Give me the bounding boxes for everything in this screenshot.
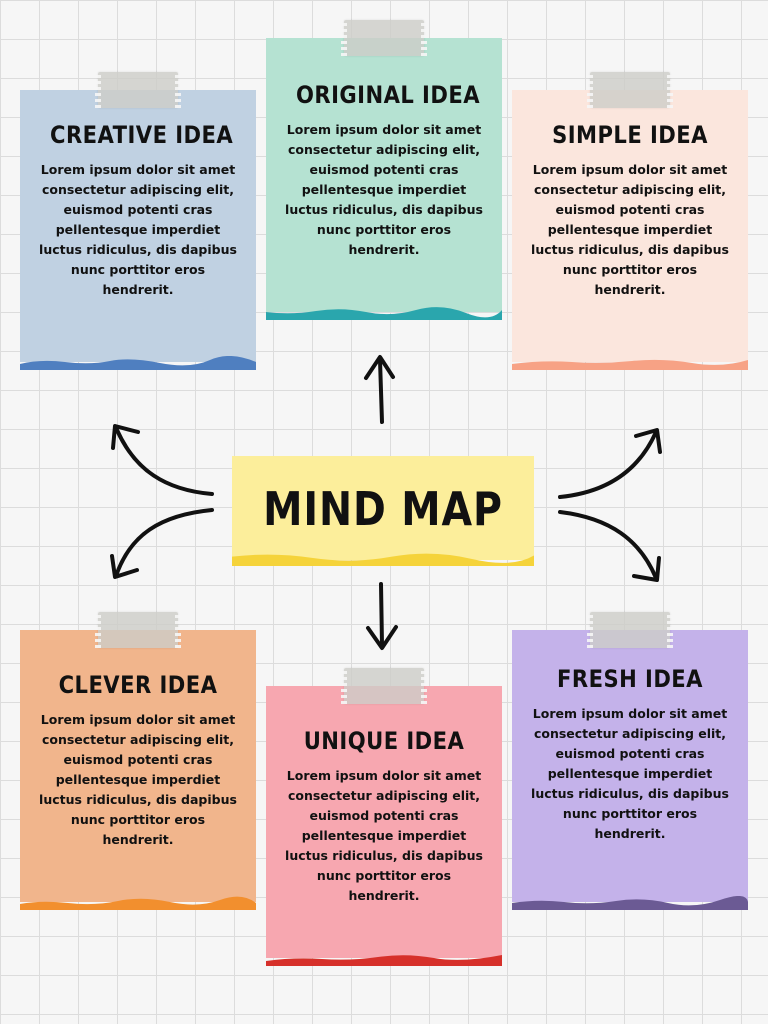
mind-map-title: MIND MAP [263, 482, 503, 536]
mind-map-center: MIND MAP [232, 456, 534, 566]
torn-edge [266, 955, 502, 966]
note-clever-idea: CLEVER IDEA Lorem ipsum dolor sit amet c… [20, 612, 256, 910]
tape [587, 612, 673, 648]
tape [341, 20, 427, 56]
tape [95, 612, 181, 648]
tape [341, 668, 427, 704]
note-title: UNIQUE IDEA [303, 727, 465, 755]
torn-edge [512, 359, 748, 370]
arrow-down [366, 582, 398, 650]
note-title: ORIGINAL IDEA [296, 81, 480, 109]
note-fresh-idea: FRESH IDEA Lorem ipsum dolor sit amet co… [512, 612, 748, 910]
torn-edge [20, 896, 256, 910]
arrow-lower-right [558, 510, 661, 582]
note-body: Lorem ipsum dolor sit amet consectetur a… [531, 706, 729, 842]
torn-edge [512, 896, 748, 910]
note-creative-idea: CREATIVE IDEA Lorem ipsum dolor sit amet… [20, 72, 256, 370]
arrow-upper-left [111, 424, 214, 496]
tape [95, 72, 181, 108]
note-body: Lorem ipsum dolor sit amet consectetur a… [285, 122, 483, 258]
note-body: Lorem ipsum dolor sit amet consectetur a… [285, 768, 483, 904]
note-title: CREATIVE IDEA [50, 121, 234, 149]
note-body: Lorem ipsum dolor sit amet consectetur a… [39, 712, 237, 848]
arrow-lower-left [110, 508, 214, 579]
note-original-idea: ORIGINAL IDEA Lorem ipsum dolor sit amet… [266, 20, 502, 320]
note-body: Lorem ipsum dolor sit amet consectetur a… [531, 162, 729, 298]
note-body: Lorem ipsum dolor sit amet consectetur a… [39, 162, 237, 298]
center-torn-edge [232, 553, 534, 566]
note-title: CLEVER IDEA [58, 671, 218, 699]
note-title: FRESH IDEA [557, 665, 703, 693]
tape [587, 72, 673, 108]
arrow-upper-right [558, 428, 662, 499]
note-title: SIMPLE IDEA [552, 121, 708, 149]
torn-edge [266, 307, 502, 320]
note-unique-idea: UNIQUE IDEA Lorem ipsum dolor sit amet c… [266, 668, 502, 966]
arrow-up [364, 355, 395, 424]
note-simple-idea: SIMPLE IDEA Lorem ipsum dolor sit amet c… [512, 72, 748, 370]
torn-edge [20, 356, 256, 370]
